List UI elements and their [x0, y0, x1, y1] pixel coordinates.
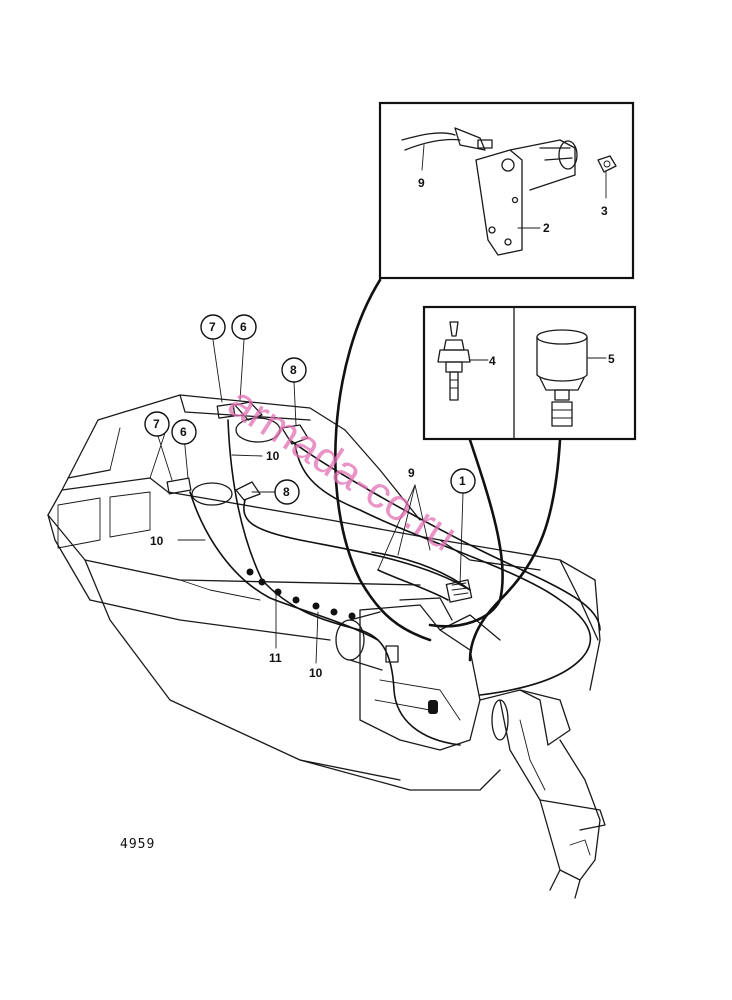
callout-8-upper: 8	[290, 363, 297, 377]
dash-instruments	[166, 401, 309, 506]
wiring-harness	[189, 419, 601, 746]
detail-box-senders	[422, 305, 637, 441]
callout-4: 4	[489, 354, 496, 368]
callout-2: 2	[543, 221, 550, 235]
boat-hull	[47, 394, 601, 791]
callout-8-lower: 8	[283, 485, 290, 499]
callout-7-upper: 7	[209, 320, 216, 334]
callout-5: 5	[608, 352, 615, 366]
leader-hoses	[334, 278, 562, 662]
callout-3: 3	[601, 204, 608, 218]
callout-10-side: 10	[150, 534, 164, 548]
stern-drive	[479, 689, 606, 899]
detail-box-bracket	[378, 101, 635, 280]
engine	[335, 597, 501, 751]
callouts: 9 2 3 4 5 7 6 8 7 6 8 1 9 10 10 10 11	[144, 176, 615, 680]
callout-1: 1	[459, 474, 466, 488]
callout-7-lower: 7	[153, 417, 160, 431]
callout-10-harness: 10	[309, 666, 323, 680]
callout-11: 11	[269, 651, 282, 665]
callout-6-lower: 6	[180, 425, 187, 439]
callout-10-dash: 10	[266, 449, 280, 463]
callout-6-upper: 6	[240, 320, 247, 334]
callout-9-bracket: 9	[418, 176, 425, 190]
drawing-number: 4959	[120, 837, 155, 852]
callout-9-harness: 9	[408, 466, 415, 480]
